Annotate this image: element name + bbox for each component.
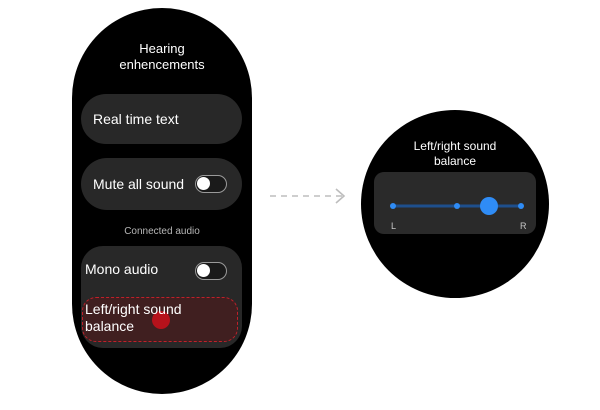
slider-tick-3	[518, 203, 524, 209]
watch-screen-sound-balance: Left/right sound balance L R	[361, 110, 549, 298]
watch-screen-hearing-enhancements: Hearing enhencements Real time text Mute…	[72, 8, 252, 394]
mono-audio-item[interactable]: Mono audio	[85, 261, 159, 277]
mono-audio-toggle[interactable]	[195, 262, 227, 280]
toggle-knob	[197, 177, 210, 190]
balance-label-line1: Left/right sound	[85, 301, 182, 317]
slider-left-label: L	[391, 221, 397, 231]
section-header-connected-audio: Connected audio	[124, 226, 200, 237]
page-title-line1: Hearing	[139, 41, 185, 56]
balance-slider-card: L R	[374, 172, 536, 234]
real-time-text-item[interactable]: Real time text	[81, 94, 242, 144]
tap-indicator	[152, 311, 170, 329]
balance-label-line2: balance	[85, 318, 135, 334]
mute-all-sound-label: Mute all sound	[93, 176, 185, 192]
balance-slider[interactable]	[374, 172, 536, 234]
balance-title-line1: Left/right sound	[413, 139, 497, 153]
slider-tick-0	[390, 203, 396, 209]
toggle-knob	[197, 264, 210, 277]
real-time-text-label: Real time text	[93, 111, 179, 127]
left-right-sound-balance-item[interactable]: Left/right sound balance	[85, 301, 210, 335]
slider-tick-1	[454, 203, 460, 209]
balance-page-title: Left/right sound balance	[361, 139, 549, 169]
slider-thumb[interactable]	[480, 197, 498, 215]
mute-all-sound-toggle[interactable]	[195, 175, 227, 193]
dashed-arrow-right-icon	[270, 188, 346, 204]
balance-title-line2: balance	[433, 154, 477, 168]
slider-ticks	[390, 203, 524, 209]
slider-right-label: R	[520, 221, 527, 231]
page-title: Hearing enhencements	[72, 41, 252, 73]
page-title-line2: enhencements	[119, 57, 205, 72]
